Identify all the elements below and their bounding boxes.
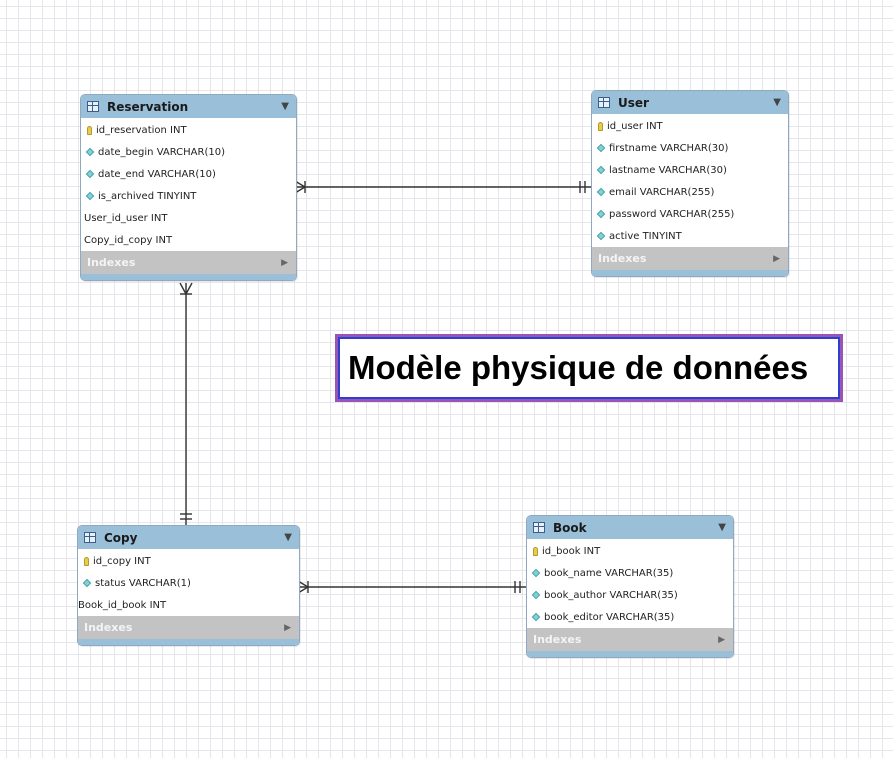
column-icon (85, 191, 95, 201)
table-user[interactable]: User ▼ id_user INT firstname VARCHAR(30)… (591, 90, 789, 277)
indexes-label: Indexes (533, 633, 582, 646)
diagram-title-box[interactable]: Modèle physique de données (335, 334, 843, 402)
column-icon (596, 165, 606, 175)
column-row[interactable]: active TINYINT (592, 225, 788, 247)
table-copy[interactable]: Copy ▼ id_copy INT status VARCHAR(1) Boo… (77, 525, 300, 646)
column-label: email VARCHAR(255) (609, 186, 715, 198)
indexes-section[interactable]: Indexes ▶ (527, 628, 733, 651)
table-icon (87, 101, 99, 112)
column-icon (85, 147, 95, 157)
column-row[interactable]: password VARCHAR(255) (592, 203, 788, 225)
indexes-section[interactable]: Indexes ▶ (78, 616, 299, 639)
primary-key-icon (87, 125, 92, 135)
expand-arrow-icon[interactable]: ▶ (281, 257, 288, 268)
collapse-arrow-icon[interactable]: ▼ (281, 101, 289, 112)
column-label: id_copy INT (93, 555, 151, 567)
column-label: id_book INT (542, 545, 601, 557)
column-row[interactable]: firstname VARCHAR(30) (592, 137, 788, 159)
table-icon (533, 522, 545, 533)
column-row[interactable]: is_archived TINYINT (81, 185, 296, 207)
table-footer-strip (81, 274, 296, 280)
column-row[interactable]: id_book INT (527, 540, 733, 562)
table-name: User (618, 95, 649, 110)
column-label: book_author VARCHAR(35) (544, 589, 678, 601)
column-label: book_editor VARCHAR(35) (544, 611, 675, 623)
column-label: date_end VARCHAR(10) (98, 168, 216, 180)
table-name: Reservation (107, 99, 189, 114)
column-row[interactable]: status VARCHAR(1) (78, 572, 299, 594)
expand-arrow-icon[interactable]: ▶ (284, 622, 291, 633)
column-icon (596, 231, 606, 241)
indexes-label: Indexes (84, 621, 133, 634)
table-header[interactable]: User ▼ (592, 91, 788, 114)
expand-arrow-icon[interactable]: ▶ (773, 253, 780, 264)
table-footer-strip (527, 651, 733, 657)
column-row[interactable]: Book_id_book INT (78, 594, 299, 616)
column-icon (531, 590, 541, 600)
table-book[interactable]: Book ▼ id_book INT book_name VARCHAR(35)… (526, 515, 734, 658)
column-label: User_id_user INT (84, 212, 168, 224)
column-label: book_name VARCHAR(35) (544, 567, 674, 579)
primary-key-icon (84, 556, 89, 566)
column-label: is_archived TINYINT (98, 190, 197, 202)
column-icon (596, 209, 606, 219)
column-label: Book_id_book INT (78, 599, 167, 611)
indexes-label: Indexes (87, 256, 136, 269)
table-footer-strip (592, 270, 788, 276)
column-row[interactable]: id_copy INT (78, 550, 299, 572)
column-label: active TINYINT (609, 230, 682, 242)
indexes-section[interactable]: Indexes ▶ (592, 247, 788, 270)
column-label: id_user INT (607, 120, 663, 132)
column-label: firstname VARCHAR(30) (609, 142, 729, 154)
primary-key-icon (598, 121, 603, 131)
column-row[interactable]: book_editor VARCHAR(35) (527, 606, 733, 628)
table-header[interactable]: Reservation ▼ (81, 95, 296, 118)
indexes-section[interactable]: Indexes ▶ (81, 251, 296, 274)
column-icon (85, 169, 95, 179)
table-icon (84, 532, 96, 543)
collapse-arrow-icon[interactable]: ▼ (718, 522, 726, 533)
expand-arrow-icon[interactable]: ▶ (718, 634, 725, 645)
primary-key-icon (533, 546, 538, 556)
column-icon (82, 578, 92, 588)
column-row[interactable]: Copy_id_copy INT (81, 229, 296, 251)
column-row[interactable]: id_reservation INT (81, 119, 296, 141)
column-icon (596, 143, 606, 153)
column-row[interactable]: lastname VARCHAR(30) (592, 159, 788, 181)
table-icon (598, 97, 610, 108)
column-row[interactable]: book_name VARCHAR(35) (527, 562, 733, 584)
table-header[interactable]: Copy ▼ (78, 526, 299, 549)
column-row[interactable]: date_begin VARCHAR(10) (81, 141, 296, 163)
table-name: Copy (104, 530, 138, 545)
column-row[interactable]: date_end VARCHAR(10) (81, 163, 296, 185)
column-row[interactable]: email VARCHAR(255) (592, 181, 788, 203)
table-reservation[interactable]: Reservation ▼ id_reservation INT date_be… (80, 94, 297, 281)
column-row[interactable]: id_user INT (592, 115, 788, 137)
diagram-title: Modèle physique de données (348, 349, 809, 386)
column-row[interactable]: book_author VARCHAR(35) (527, 584, 733, 606)
table-name: Book (553, 520, 587, 535)
indexes-label: Indexes (598, 252, 647, 265)
column-icon (531, 612, 541, 622)
column-row[interactable]: User_id_user INT (81, 207, 296, 229)
table-header[interactable]: Book ▼ (527, 516, 733, 539)
column-icon (596, 187, 606, 197)
diagram-title-inner: Modèle physique de données (338, 337, 840, 399)
table-footer-strip (78, 639, 299, 645)
column-label: Copy_id_copy INT (84, 234, 173, 246)
column-label: status VARCHAR(1) (95, 577, 191, 589)
column-icon (531, 568, 541, 578)
column-label: lastname VARCHAR(30) (609, 164, 727, 176)
column-label: date_begin VARCHAR(10) (98, 146, 226, 158)
column-label: password VARCHAR(255) (609, 208, 735, 220)
column-label: id_reservation INT (96, 124, 187, 136)
collapse-arrow-icon[interactable]: ▼ (284, 532, 292, 543)
collapse-arrow-icon[interactable]: ▼ (773, 97, 781, 108)
